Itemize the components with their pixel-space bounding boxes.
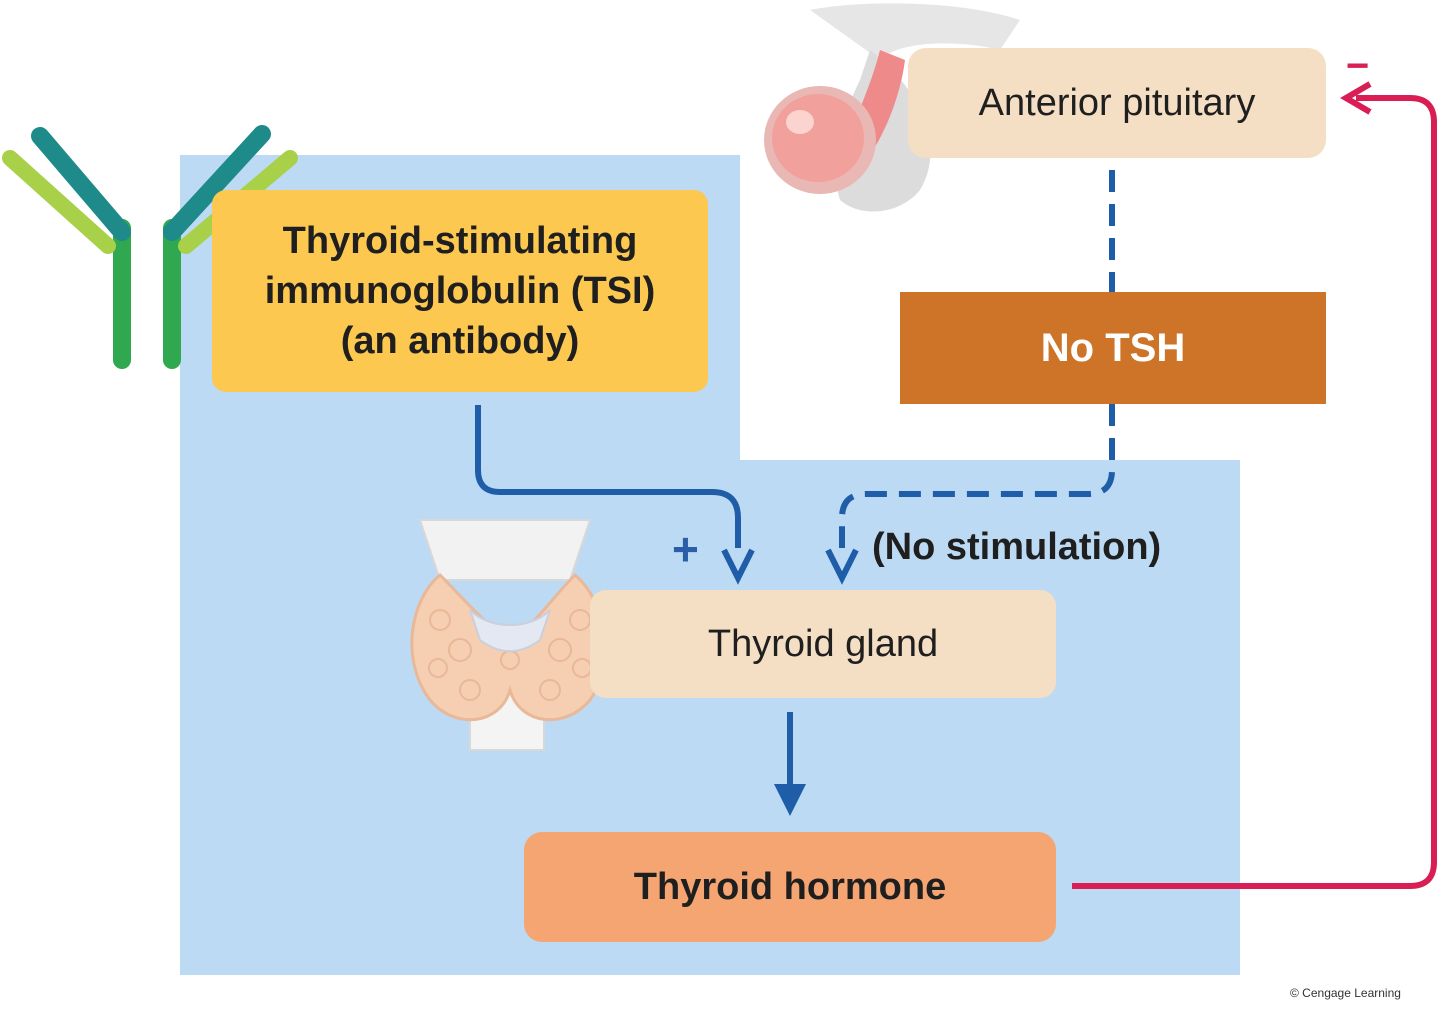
- minus-sign: −: [1346, 44, 1370, 88]
- anterior-pituitary-box: Anterior pituitary: [908, 48, 1326, 158]
- tsi-line-1: Thyroid-stimulating: [282, 220, 638, 262]
- tsi-line-3: (an antibody): [340, 320, 580, 362]
- plus-sign: +: [672, 523, 699, 575]
- thyroid-gland-box: Thyroid gland: [590, 590, 1056, 698]
- pituitary-gland-icon: [764, 3, 1020, 212]
- thyroid-gland-label: Thyroid gland: [707, 622, 939, 665]
- tsi-line-2: immunoglobulin (TSI): [264, 270, 656, 312]
- anterior-pituitary-label: Anterior pituitary: [978, 81, 1256, 124]
- negative-feedback-arrow: [1072, 95, 1437, 889]
- thyroid-hormone-label: Thyroid hormone: [633, 865, 947, 908]
- copyright-credit: © Cengage Learning: [1290, 986, 1401, 1000]
- no-stimulation-dashed-arrow: [839, 404, 1115, 548]
- thyroid-gland-icon: [410, 519, 607, 751]
- antibody-icon: [2, 125, 298, 369]
- tsi-stimulation-arrow: [475, 405, 741, 548]
- thyroid-hormone-box: Thyroid hormone: [524, 832, 1056, 942]
- no-tsh-label: No TSH: [1040, 325, 1186, 370]
- tsi-box: Thyroid-stimulating immunoglobulin (TSI)…: [212, 190, 708, 392]
- no-tsh-box: No TSH: [900, 292, 1326, 404]
- no-stimulation-label: (No stimulation): [872, 526, 1162, 568]
